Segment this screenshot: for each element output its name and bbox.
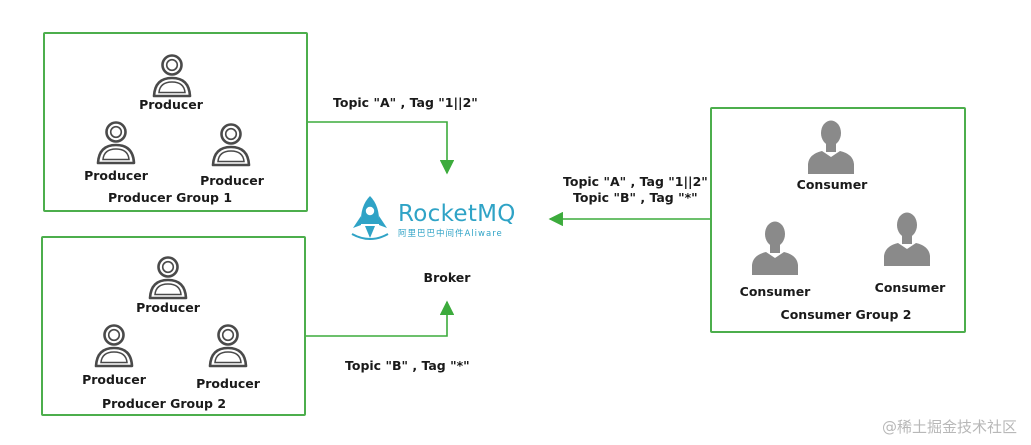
group-label: Consumer Group 2 <box>780 307 912 322</box>
broker-logo-subtext: 阿里巴巴中间件Aliware <box>398 229 503 239</box>
group-label: Producer Group 2 <box>101 396 227 411</box>
watermark: @稀土掘金技术社区 <box>881 418 1017 436</box>
producer-group-1-box <box>43 32 308 212</box>
producer-label: Producer <box>139 97 203 112</box>
edge-label-consumer-2: Topic "B" , Tag "*" <box>573 190 698 205</box>
producer-label: Producer <box>82 372 146 387</box>
producer-label: Producer <box>200 173 264 188</box>
arrow-group2-to-broker <box>306 300 455 337</box>
arrow-group1-to-broker <box>308 121 455 175</box>
broker-label: Broker <box>423 270 471 285</box>
rocket-icon <box>351 196 389 240</box>
broker-logo-text: RocketMQ <box>398 201 516 227</box>
consumer-label: Consumer <box>796 177 868 192</box>
consumer-group-2-box <box>710 107 966 333</box>
edge-label-consumer-1: Topic "A" , Tag "1||2" <box>563 174 708 189</box>
consumer-label: Consumer <box>874 280 946 295</box>
producer-label: Producer <box>84 168 148 183</box>
group-label: Producer Group 1 <box>107 190 233 205</box>
consumer-label: Consumer <box>739 284 811 299</box>
edge-label-group1: Topic "A" , Tag "1||2" <box>333 95 478 110</box>
producer-group-2-box <box>41 236 306 416</box>
producer-label: Producer <box>196 376 260 391</box>
edge-label-group2: Topic "B" , Tag "*" <box>345 358 470 373</box>
producer-label: Producer <box>136 300 200 315</box>
